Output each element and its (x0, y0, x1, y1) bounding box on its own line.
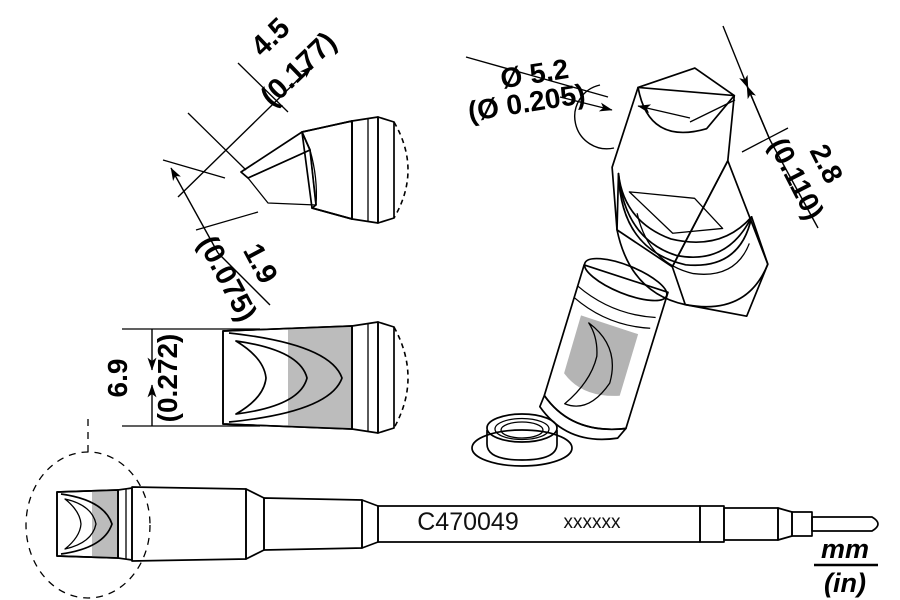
iso-right-flank (671, 159, 769, 318)
eyelet-barrel (486, 430, 558, 461)
view-full-cartridge: C470049 xxxxxx (25, 413, 879, 599)
view-iso-application (471, 257, 669, 467)
iso-app-shadow-panel (564, 315, 639, 396)
front-cavity-outer (228, 332, 343, 423)
iso-slot-geometry (611, 67, 769, 318)
iso-app-top-rim (583, 257, 668, 302)
front-view-geometry (222, 321, 409, 434)
cartridge-band-2 (791, 511, 813, 537)
eyelet-rim-inner (494, 417, 550, 441)
cartridge-pin-tail (811, 516, 879, 532)
detail-callout-circle (25, 413, 151, 599)
dimension-6-9: 6.9 (0.272) (102, 328, 260, 427)
cap-hidden-arc (393, 121, 409, 219)
eyelet-hole (500, 421, 544, 439)
cartridge-cavity-outer (60, 493, 113, 555)
iso-notch-face (637, 67, 736, 134)
eyelet-component (471, 413, 573, 467)
iso-app-band-2 (573, 297, 651, 329)
front-shadow-half (288, 326, 352, 429)
dim-6-9-inch: (0.272) (152, 334, 183, 423)
cartridge-cavity-inner (64, 498, 97, 550)
units-denominator: (in) (824, 568, 866, 598)
eyelet-rim-outer (486, 413, 558, 443)
iso-app-band-1 (577, 285, 656, 319)
cartridge-geometry (56, 486, 879, 562)
cartridge-band-1 (699, 505, 725, 543)
units-legend: mm (in) (814, 534, 878, 598)
front-end-cap (377, 321, 395, 434)
front-cap-hidden-arc (393, 326, 409, 429)
part-number-label: C470049 (417, 508, 518, 536)
eyelet-flange (471, 429, 573, 467)
dim-6-9-mm: 6.9 (102, 359, 133, 398)
view-front: 6.9 (0.272) (102, 321, 409, 434)
dimension-extension-lines (162, 62, 289, 231)
bevel-section-boundary (309, 149, 318, 206)
front-cavity-inner (235, 340, 308, 415)
iso-ring-highlight (636, 213, 750, 275)
iso-app-cavity (564, 322, 613, 407)
units-numerator: mm (821, 534, 869, 564)
secondary-marking-label: xxxxxx (564, 512, 622, 533)
iso-inner-panel (628, 191, 724, 234)
tip-side-geometry (240, 116, 409, 224)
